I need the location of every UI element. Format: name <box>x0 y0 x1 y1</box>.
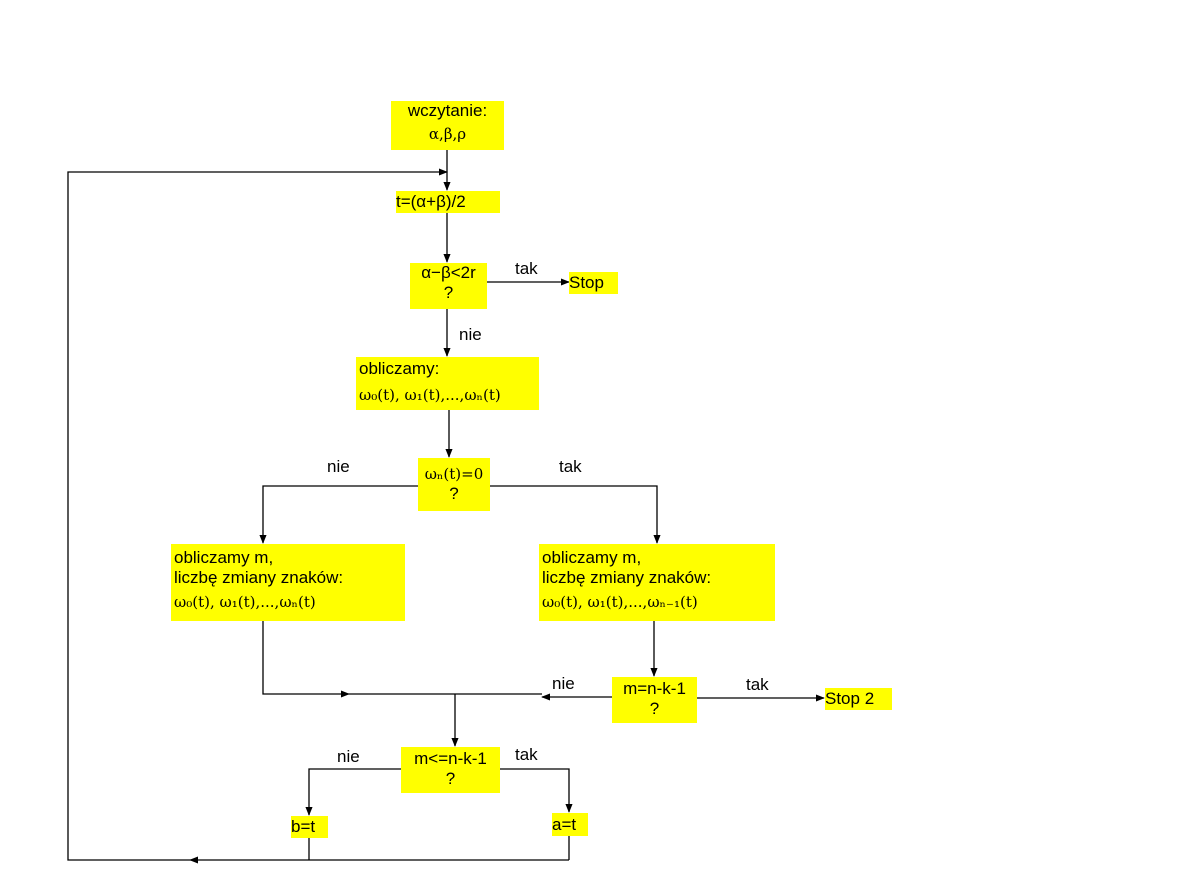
edge-cond-wn-to-count-right <box>490 485 661 544</box>
node-compute-line1: obliczamy: <box>359 359 440 378</box>
node-b-eq-t-text: b=t <box>291 817 316 836</box>
node-cond-interval-line1: α−β<2r <box>421 263 476 282</box>
node-count-right-line2: liczbę zmiany znaków: <box>542 568 712 587</box>
node-a-eq-t-text: a=t <box>552 815 577 834</box>
node-read-line1: wczytanie: <box>407 101 488 120</box>
node-count-right-line1: obliczamy m, <box>542 548 642 567</box>
node-cond-wn-line2: ? <box>449 484 459 503</box>
edge-loop-back <box>67 168 448 861</box>
node-count-left-line3: ω₀(t), ω₁(t),...,ωₙ(t) <box>174 593 316 611</box>
node-compute: obliczamy: ω₀(t), ω₁(t),...,ωₙ(t) <box>356 357 539 410</box>
label-nie-merge: nie <box>552 674 575 694</box>
node-count-left-line1: obliczamy m, <box>174 548 274 567</box>
node-count-left-line2: liczbę zmiany znaków: <box>174 568 344 587</box>
node-cond-wn: ωₙ(t)=0 ? <box>418 458 490 511</box>
label-tak-stop2: tak <box>746 675 769 695</box>
edge-cond-wn-to-count-left <box>259 485 418 544</box>
edge-cond-m-le-to-b <box>305 768 401 816</box>
label-nie-b: nie <box>337 747 360 767</box>
node-cond-m-le-line2: ? <box>445 769 456 788</box>
node-b-eq-t: b=t <box>291 816 328 838</box>
node-cond-m-le-line1: m<=n-k-1 <box>414 749 487 768</box>
label-nie-compute: nie <box>459 325 482 345</box>
label-tak-a: tak <box>515 745 538 765</box>
label-nie-left: nie <box>327 457 350 477</box>
node-a-eq-t: a=t <box>552 813 588 836</box>
node-count-right-line3: ω₀(t), ω₁(t),...,ωₙ₋₁(t) <box>542 593 698 611</box>
node-cond-m-eq: m=n-k-1 ? <box>612 677 697 723</box>
node-cond-m-le: m<=n-k-1 ? <box>401 747 500 793</box>
node-read-line2: α,β,ρ <box>428 125 467 143</box>
node-stop2-text: Stop 2 <box>825 689 875 708</box>
node-read: wczytanie: α,β,ρ <box>391 101 504 150</box>
label-tak-stop: tak <box>515 259 538 279</box>
label-tak-right: tak <box>559 457 582 477</box>
node-cond-m-eq-line2: ? <box>649 699 660 718</box>
edge-cond-m-le-to-a <box>500 768 573 813</box>
node-count-left: obliczamy m, liczbę zmiany znaków: ω₀(t)… <box>171 544 405 621</box>
node-cond-wn-line1: ωₙ(t)=0 <box>424 465 484 483</box>
node-stop: Stop <box>569 272 618 294</box>
node-stop-text: Stop <box>569 273 604 292</box>
node-t-mid-text: t=(α+β)/2 <box>396 192 466 211</box>
node-t-mid: t=(α+β)/2 <box>396 191 500 213</box>
node-cond-interval: α−β<2r ? <box>410 263 487 309</box>
node-compute-line2: ω₀(t), ω₁(t),...,ωₙ(t) <box>359 386 501 404</box>
node-stop2: Stop 2 <box>825 688 892 710</box>
node-cond-m-eq-line1: m=n-k-1 <box>623 679 686 698</box>
node-cond-interval-line2: ? <box>443 283 454 302</box>
edge-count-left-to-merge <box>262 621 350 698</box>
node-count-right: obliczamy m, liczbę zmiany znaków: ω₀(t)… <box>539 544 775 621</box>
